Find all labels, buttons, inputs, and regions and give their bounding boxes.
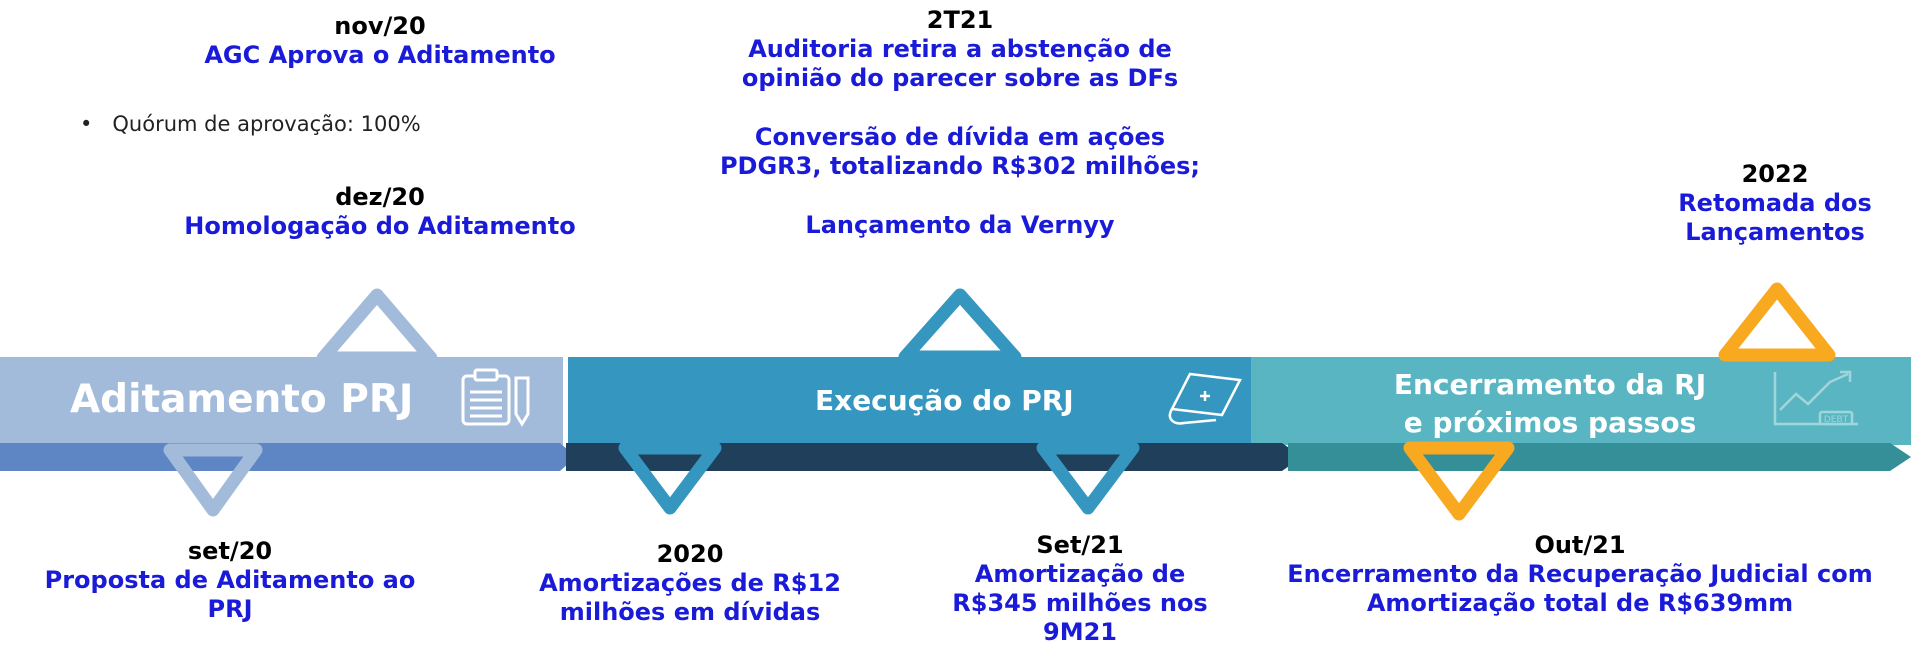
phase-title-encerramento: Encerramento da RJ e próximos passos	[1380, 366, 1720, 442]
event-2022: 2022 Retomada dos Lançamentos	[1660, 160, 1890, 247]
marker-down-set20	[163, 443, 263, 517]
debt-chart-icon: DEBT	[1773, 370, 1858, 426]
event-date: set/20	[187, 537, 273, 565]
event-text-line1: Proposta de Aditamento ao	[44, 566, 416, 594]
event-text-line1: Encerramento da Recuperação Judicial com	[1287, 560, 1873, 588]
phase-title-aditamento: Aditamento PRJ	[70, 377, 414, 422]
phase-band-encerramento	[1251, 357, 1911, 445]
event-text-line2: opinião do parecer sobre as DFs	[741, 64, 1179, 92]
event-date: 2020	[656, 540, 724, 568]
event-2t21: 2T21 Auditoria retira a abstenção de opi…	[700, 6, 1220, 240]
marker-down-set21	[1036, 441, 1140, 515]
event-text2-line1: Conversão de dívida em ações	[754, 123, 1166, 151]
event-date: Set/21	[1036, 531, 1124, 559]
event-text-line1: Retomada dos	[1678, 189, 1872, 217]
event-set20: set/20 Proposta de Aditamento ao PRJ	[20, 537, 440, 624]
event-text2-line2: PDGR3, totalizando R$302 milhões;	[719, 152, 1201, 180]
bullet-text: Quórum de aprovação: 100%	[112, 112, 421, 136]
bullet-quorum: • Quórum de aprovação: 100%	[80, 112, 421, 136]
event-nov20: nov/20 AGC Aprova o Aditamento	[170, 12, 590, 70]
event-text-line2: Amortização total de R$639mm	[1366, 589, 1794, 617]
event-text-line1: Amortização de	[974, 560, 1186, 588]
event-date: nov/20	[334, 12, 426, 40]
arrow-segment-1	[0, 443, 576, 471]
event-2020: 2020 Amortizações de R$12 milhões em dív…	[510, 540, 870, 627]
event-text-line2: R$345 milhões nos	[952, 589, 1208, 617]
event-text-line1: Amortizações de R$12	[539, 569, 841, 597]
event-dez20: dez/20 Homologação do Aditamento	[150, 183, 610, 241]
event-date: 2022	[1741, 160, 1809, 188]
phase-title-encerramento-line1: Encerramento da RJ	[1393, 368, 1707, 401]
phase-band-aditamento	[0, 357, 563, 445]
marker-up-dez20	[316, 288, 438, 365]
marker-down-out21	[1403, 441, 1515, 521]
arrow-segment-3	[1288, 443, 1911, 471]
event-text-line2: Lançamentos	[1685, 218, 1865, 246]
marker-up-2022	[1718, 282, 1836, 362]
phase-title-encerramento-line2: e próximos passos	[1403, 406, 1697, 439]
document-plus-icon	[1168, 372, 1242, 425]
marker-up-2t21	[898, 288, 1022, 364]
bullet-dot: •	[80, 112, 93, 136]
event-text-line3: 9M21	[1043, 618, 1117, 646]
clipboard-icon	[461, 368, 530, 427]
event-text-line2: PRJ	[207, 595, 253, 623]
phase-title-execucao: Execução do PRJ	[815, 384, 1074, 417]
event-text3: Lançamento da Vernyy	[805, 211, 1115, 239]
event-set21: Set/21 Amortização de R$345 milhões nos …	[930, 531, 1230, 647]
event-text: AGC Aprova o Aditamento	[204, 41, 556, 69]
marker-down-2020	[618, 441, 722, 515]
phase-band-execucao	[568, 357, 1280, 445]
svg-text:DEBT: DEBT	[1824, 415, 1849, 425]
event-date: Out/21	[1534, 531, 1626, 559]
event-out21: Out/21 Encerramento da Recuperação Judic…	[1255, 531, 1905, 618]
event-text: Homologação do Aditamento	[184, 212, 576, 240]
event-text-line1: Auditoria retira a abstenção de	[748, 35, 1172, 63]
event-date: 2T21	[926, 6, 994, 34]
event-text-line2: milhões em dívidas	[559, 598, 821, 626]
event-date: dez/20	[335, 183, 425, 211]
